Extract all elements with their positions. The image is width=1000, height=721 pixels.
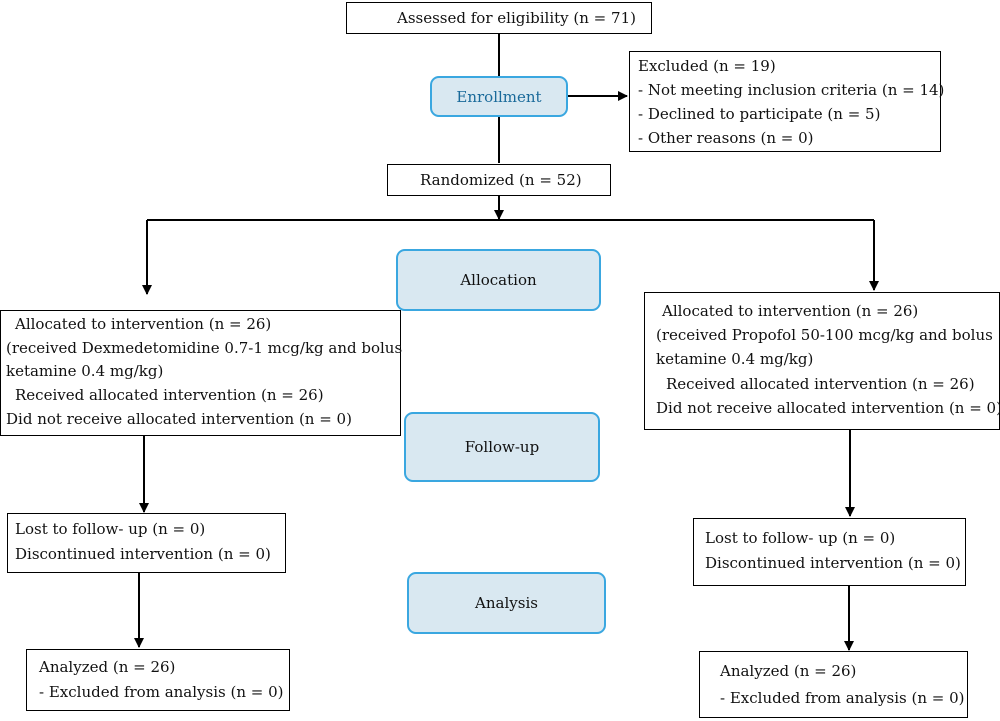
randomized-box: Randomized (n = 52): [387, 164, 611, 196]
left-allocated-line: Received allocated intervention (n = 26): [15, 386, 324, 404]
assessed-box: Assessed for eligibility (n = 71): [346, 2, 652, 34]
left-analysis-line: Analyzed (n = 26): [39, 658, 176, 676]
left-allocated-line: Did not receive allocated intervention (…: [6, 410, 352, 428]
left-followup-line: Discontinued intervention (n = 0): [15, 545, 271, 563]
left-allocated-line: (received Dexmedetomidine 0.7-1 mcg/kg a…: [6, 339, 403, 357]
followup-stage: Follow-up: [404, 412, 600, 482]
right-allocated-line: ketamine 0.4 mg/kg): [656, 350, 814, 368]
right-allocated-line: Received allocated intervention (n = 26): [666, 375, 975, 393]
right-allocated-line: (received Propofol 50-100 mcg/kg and bol…: [656, 326, 993, 344]
excluded-item: - Not meeting inclusion criteria (n = 14…: [638, 81, 945, 99]
excluded-item: - Other reasons (n = 0): [638, 129, 814, 147]
enrollment-stage: Enrollment: [430, 76, 568, 117]
analysis-label: Analysis: [475, 594, 538, 612]
right-allocated-line: Allocated to intervention (n = 26): [662, 302, 919, 320]
left-analysis-line: - Excluded from analysis (n = 0): [39, 683, 284, 701]
left-allocated-line: ketamine 0.4 mg/kg): [6, 362, 164, 380]
excluded-box: Excluded (n = 19) - Not meeting inclusio…: [629, 51, 945, 152]
right-allocated-box: Allocated to intervention (n = 26) (rece…: [644, 292, 1000, 430]
assessed-text: Assessed for eligibility (n = 71): [397, 9, 636, 27]
followup-label: Follow-up: [464, 438, 540, 456]
analysis-stage: Analysis: [407, 572, 606, 634]
right-allocated-line: Did not receive allocated intervention (…: [656, 399, 1000, 417]
allocation-label: Allocation: [460, 271, 537, 289]
left-analysis-box: Analyzed (n = 26) - Excluded from analys…: [26, 649, 290, 711]
allocation-stage: Allocation: [396, 249, 601, 311]
right-analysis-line: Analyzed (n = 26): [720, 662, 857, 680]
right-followup-box: Lost to follow- up (n = 0) Discontinued …: [693, 518, 966, 586]
randomized-text: Randomized (n = 52): [420, 171, 582, 189]
right-followup-line: Discontinued intervention (n = 0): [705, 554, 961, 572]
right-analysis-box: Analyzed (n = 26) - Excluded from analys…: [699, 651, 968, 718]
left-allocated-box: Allocated to intervention (n = 26) (rece…: [0, 310, 403, 436]
right-analysis-line: - Excluded from analysis (n = 0): [720, 689, 965, 707]
left-followup-line: Lost to follow- up (n = 0): [15, 520, 206, 538]
enrollment-label: Enrollment: [456, 87, 542, 106]
excluded-item: - Declined to participate (n = 5): [638, 105, 881, 123]
right-followup-line: Lost to follow- up (n = 0): [705, 529, 896, 547]
excluded-title: Excluded (n = 19): [638, 57, 776, 75]
left-allocated-line: Allocated to intervention (n = 26): [15, 315, 272, 333]
left-followup-box: Lost to follow- up (n = 0) Discontinued …: [7, 513, 286, 573]
